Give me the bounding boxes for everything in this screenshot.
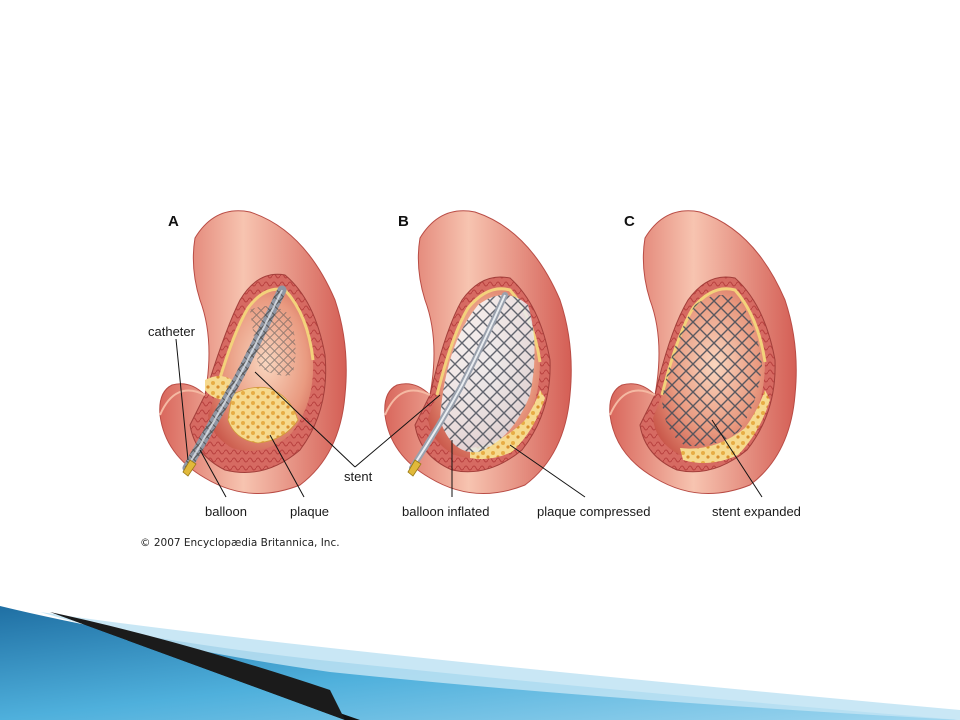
plaque-a bbox=[227, 386, 299, 444]
copyright: © 2007 Encyclopædia Britannica, Inc. bbox=[140, 537, 340, 549]
slide-banner bbox=[0, 606, 960, 720]
label-balloon-inflated: balloon inflated bbox=[402, 504, 489, 519]
label-catheter: catheter bbox=[148, 324, 196, 339]
panel-a bbox=[159, 210, 347, 494]
panel-letter-b: B bbox=[398, 213, 409, 230]
label-plaque: plaque bbox=[290, 504, 329, 519]
panel-letter-c: C bbox=[624, 213, 635, 230]
label-plaque-compressed: plaque compressed bbox=[537, 504, 650, 519]
leader-lines bbox=[175, 338, 763, 498]
banner-light-band bbox=[40, 612, 960, 720]
plaque-b bbox=[470, 390, 545, 460]
stent-c bbox=[662, 295, 762, 447]
panel-c bbox=[609, 210, 797, 494]
banner-blue-wedge bbox=[0, 606, 960, 720]
label-stent-expanded: stent expanded bbox=[712, 504, 801, 519]
label-balloon: balloon bbox=[205, 504, 247, 519]
plaque-c bbox=[680, 390, 770, 464]
catheter-tip-a bbox=[182, 459, 197, 477]
panel-letter-a: A bbox=[168, 213, 179, 230]
panel-b bbox=[384, 210, 572, 494]
label-stent: stent bbox=[344, 469, 373, 484]
catheter-tip-b bbox=[407, 459, 422, 477]
stent-b bbox=[440, 295, 535, 453]
